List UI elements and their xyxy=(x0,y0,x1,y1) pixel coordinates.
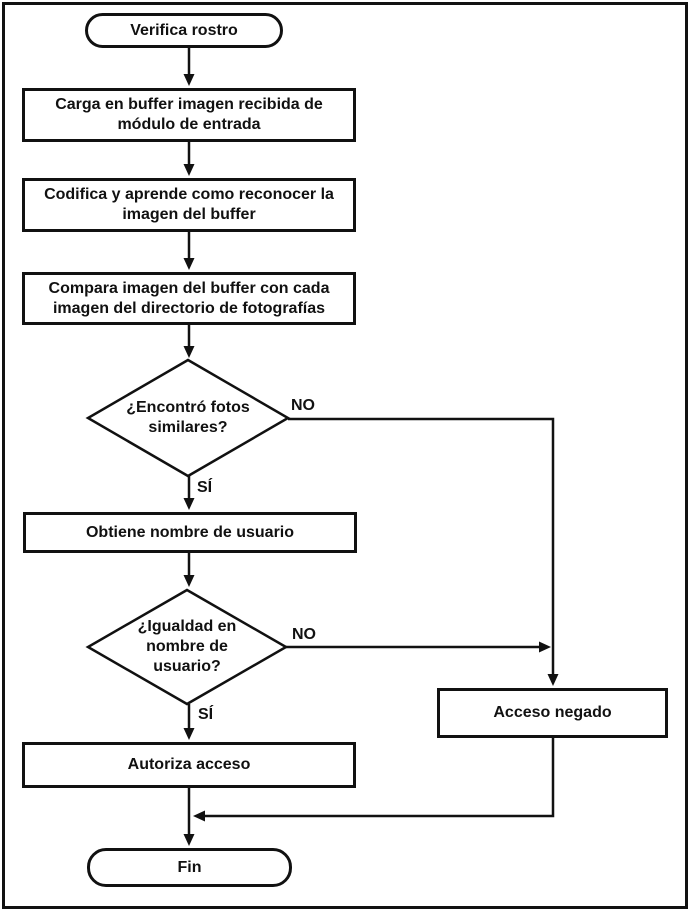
edge-label-username-match-yes: SÍ xyxy=(198,706,214,723)
edge-get-username-to-username-match xyxy=(183,553,195,587)
node-deny: Acceso negado xyxy=(437,688,668,738)
node-authorize: Autoriza acceso xyxy=(22,742,356,788)
node-get-username: Obtiene nombre de usuario xyxy=(23,512,357,553)
node-start-label: Verifica rostro xyxy=(130,21,238,39)
edge-encode-to-compare xyxy=(183,232,195,270)
decision-username-match-label: ¿Igualdad en nombre de usuario? xyxy=(137,618,237,675)
decision-username-match-shape xyxy=(85,588,289,706)
decision-found-photos-shape xyxy=(85,358,291,478)
edge-deny-to-end xyxy=(193,738,555,822)
node-encode: Codifica y aprende como reconocer la ima… xyxy=(22,178,356,232)
node-load-buffer-label: Carga en buffer imagen recibida de módul… xyxy=(55,96,323,133)
edge-username-match-no-to-deny xyxy=(286,641,551,653)
node-compare-label: Compara imagen del buffer con cada image… xyxy=(48,279,330,317)
edge-compare-to-found-photos xyxy=(183,325,195,358)
node-get-username-label: Obtiene nombre de usuario xyxy=(85,523,295,541)
node-end-terminator: Fin xyxy=(87,848,292,887)
node-compare: Compara imagen del buffer con cada image… xyxy=(22,272,356,325)
edge-username-match-yes-to-authorize xyxy=(183,704,195,740)
decision-found-photos-label: ¿Encontró fotos similares? xyxy=(126,399,250,436)
edge-authorize-to-end xyxy=(183,788,195,846)
node-start-terminator: Verifica rostro xyxy=(85,13,283,48)
edge-start-to-load-buffer xyxy=(183,48,195,86)
node-end-label: Fin xyxy=(177,858,202,876)
node-deny-label: Acceso negado xyxy=(493,704,612,721)
edge-label-found-photos-yes: SÍ xyxy=(197,479,213,496)
node-authorize-label: Autoriza acceso xyxy=(127,756,251,773)
node-load-buffer: Carga en buffer imagen recibida de módul… xyxy=(22,88,356,142)
node-encode-label: Codifica y aprende como reconocer la ima… xyxy=(44,186,334,223)
edge-found-photos-no-to-deny xyxy=(288,417,559,686)
edge-load-buffer-to-encode xyxy=(183,142,195,176)
edge-label-found-photos-no: NO xyxy=(291,397,315,414)
edge-found-photos-yes-to-get-username xyxy=(183,476,195,510)
edge-label-username-match-no: NO xyxy=(292,626,316,643)
